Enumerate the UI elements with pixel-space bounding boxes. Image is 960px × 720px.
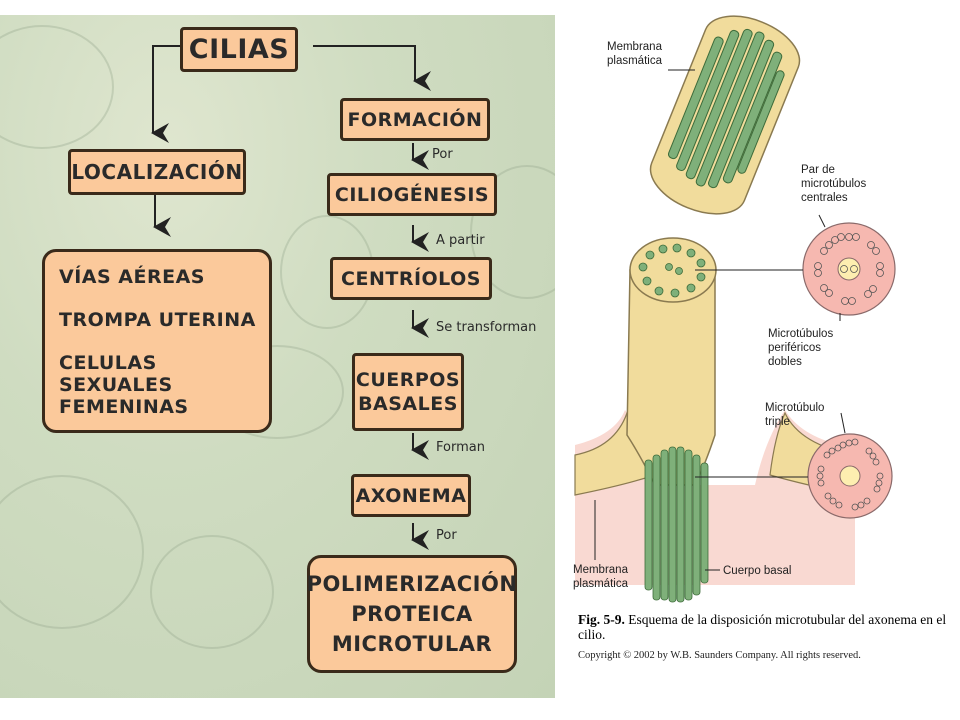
cilium-tip: [649, 15, 801, 215]
triple-label: triple: [765, 416, 790, 428]
cilias-box: CILIAS: [180, 27, 298, 72]
copyright-notice: Copyright © 2002 by W.B. Saunders Compan…: [578, 650, 861, 661]
polimerizacion-line: POLIMERIZACIÓN: [306, 572, 518, 596]
periph-label: Microtúbulos: [768, 328, 833, 340]
par-label: centrales: [801, 192, 848, 204]
figure-caption: Fig. 5-9. Esquema de la disposición micr…: [578, 612, 948, 642]
caption-text: Esquema de la disposición microtubular d…: [578, 612, 947, 642]
location-item: FEMENINAS: [59, 396, 189, 418]
forman-label: Forman: [436, 440, 485, 455]
cuerpo-basal-label: Cuerpo basal: [723, 565, 791, 577]
membrana-bottom-label: Membrana: [573, 564, 629, 576]
par-label: microtúbulos: [801, 178, 866, 190]
localizacion-box: LOCALIZACIÓN: [68, 149, 246, 195]
location-item: TROMPA UTERINA: [59, 309, 256, 331]
background-cell: [0, 475, 144, 629]
locations-box: VÍAS AÉREAS TROMPA UTERINA CELULAS SEXUA…: [42, 249, 272, 433]
cuerpos-basales-line: BASALES: [358, 393, 458, 415]
location-item: CELULAS SEXUALES: [59, 352, 173, 396]
por-label-2: Por: [436, 528, 457, 543]
centriolos-box: CENTRÍOLOS: [330, 257, 492, 300]
axonema-box: AXONEMA: [351, 474, 471, 517]
a-partir-label: A partir: [436, 233, 485, 248]
basal-body: [644, 446, 709, 603]
leader-lines: [594, 69, 846, 571]
membrana-bottom-label: plasmática: [573, 578, 629, 590]
membrana-top-label: Membrana: [607, 41, 663, 53]
polimerizacion-box: POLIMERIZACIÓN PROTEICA MICROTULAR: [307, 555, 517, 673]
caption-figure-number: Fig. 5-9.: [578, 612, 625, 627]
membrana-top-label: plasmática: [607, 55, 663, 67]
ciliogenesis-box: CILIOGÉNESIS: [327, 173, 497, 216]
periph-label: periféricos: [768, 342, 821, 354]
periph-label: dobles: [768, 356, 802, 368]
cross-section-triplets: [807, 433, 893, 519]
polimerizacion-line: MICROTULAR: [331, 632, 493, 656]
triple-label: Microtúbulo: [765, 402, 824, 414]
concept-map-arrows: [151, 45, 431, 550]
se-transforman-label: Se transforman: [436, 320, 537, 335]
formacion-box: FORMACIÓN: [340, 98, 490, 141]
par-label: Par de: [801, 164, 835, 176]
cross-section-doublets: [802, 222, 896, 316]
cuerpos-basales-box: CUERPOS BASALES: [352, 353, 464, 431]
cuerpos-basales-line: CUERPOS: [355, 369, 461, 391]
polimerizacion-line: PROTEICA: [351, 602, 473, 626]
por-label: Por: [432, 147, 453, 162]
concept-map-panel: CILIAS LOCALIZACIÓN VÍAS AÉREAS TROMPA U…: [0, 15, 555, 698]
background-cell: [150, 535, 274, 649]
location-item: VÍAS AÉREAS: [59, 266, 205, 288]
cilium-figure: Membrana plasmática Par de microtúbulos …: [573, 15, 896, 603]
